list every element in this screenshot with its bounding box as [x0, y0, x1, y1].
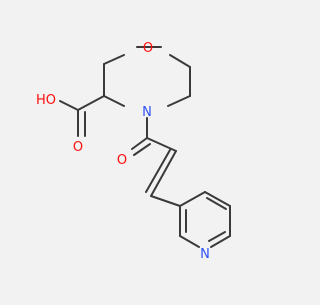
acid-carbonyl-oxygen-label: O	[73, 140, 83, 155]
bond	[133, 143, 151, 156]
ring-nitrogen-label: N	[142, 105, 152, 120]
bond	[77, 95, 105, 111]
bond	[210, 235, 231, 248]
molecule-structure: O N HO O O N	[36, 41, 231, 262]
amide-carbonyl-oxygen-label: O	[117, 153, 127, 168]
bond	[103, 54, 125, 65]
bond	[179, 235, 200, 248]
bond	[146, 137, 177, 152]
bond	[150, 150, 177, 197]
bond	[206, 197, 227, 210]
bond	[59, 100, 79, 111]
hydroxyl-label: HO	[36, 93, 56, 108]
bond	[103, 95, 125, 107]
ring-oxygen-label: O	[143, 41, 153, 56]
bond	[167, 95, 191, 107]
bond	[204, 191, 231, 207]
structure-canvas: O N HO O O N	[36, 41, 231, 262]
bond	[179, 191, 206, 207]
bond	[131, 137, 148, 150]
bond	[169, 54, 191, 68]
bond	[150, 195, 181, 207]
pyridine-nitrogen-label: N	[200, 247, 210, 262]
bond	[208, 231, 226, 242]
bond	[145, 149, 171, 193]
